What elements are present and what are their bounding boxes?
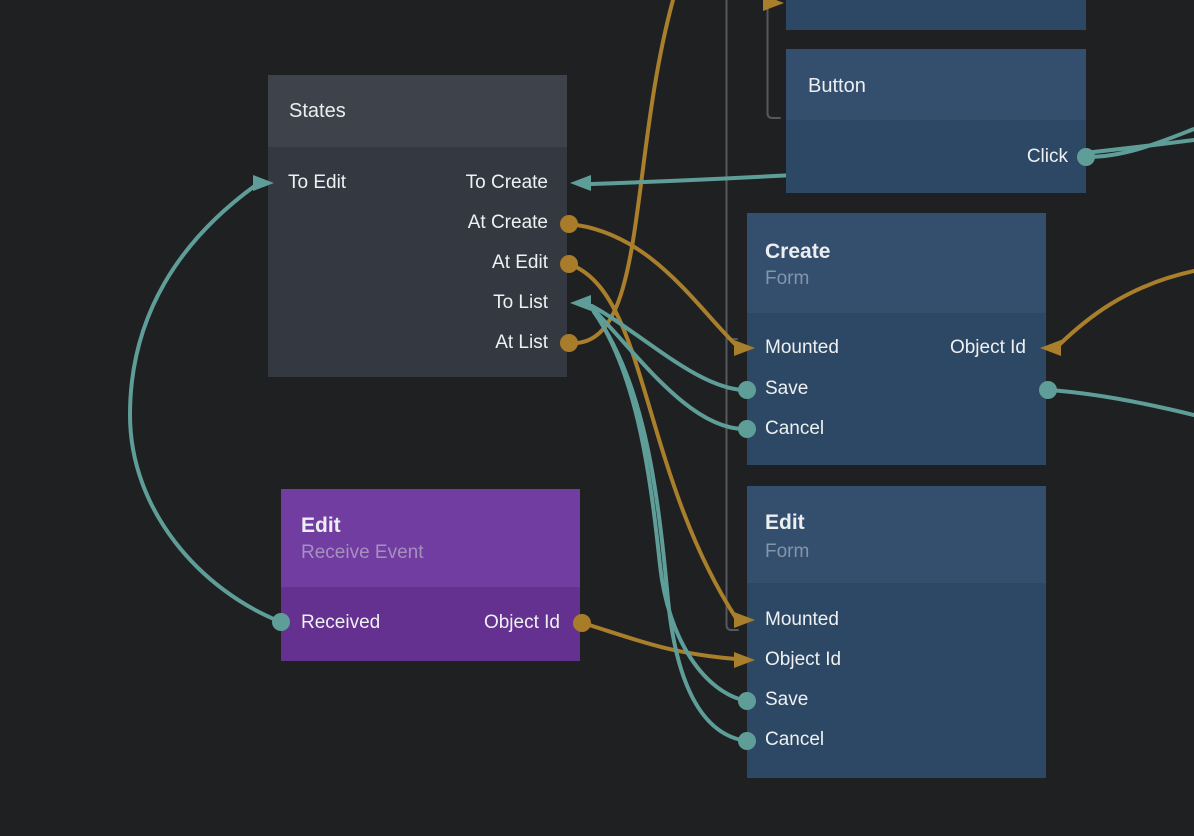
wire-create-cancel-to-tolist[interactable]	[590, 306, 749, 432]
port-dot-editform-save[interactable]	[738, 692, 756, 710]
wire-create-out-to-offscreen-right[interactable]	[1046, 388, 1194, 417]
node-states[interactable]: States To Edit To Create At Create At Ed…	[268, 75, 567, 377]
wire-atcreate-to-create-mounted[interactable]	[567, 222, 739, 348]
port-label-editform-save: Save	[765, 689, 809, 710]
node-edit-form-header[interactable]: Edit Form	[747, 486, 1046, 583]
node-states-header[interactable]: States	[268, 75, 567, 147]
port-arrow-create-mounted[interactable]	[734, 340, 755, 356]
node-edit-receive-event[interactable]: Edit Receive Event Received Object Id	[281, 489, 580, 661]
port-arrow-create-objectid[interactable]	[1040, 340, 1061, 356]
port-arrow-editform-mounted[interactable]	[734, 612, 755, 628]
port-label-create-save: Save	[765, 378, 809, 399]
port-label-create-mounted: Mounted	[765, 337, 839, 358]
port-dot-create-save[interactable]	[738, 381, 756, 399]
port-dot-at-edit[interactable]	[560, 255, 578, 273]
port-dot-at-create[interactable]	[560, 215, 578, 233]
wire-editform-cancel-to-tolist[interactable]	[592, 310, 749, 743]
node-button-header[interactable]: Button	[786, 49, 1086, 120]
port-label-editform-cancel: Cancel	[765, 729, 825, 750]
wire-atlist-to-offscreen-top[interactable]	[567, 0, 675, 346]
node-button[interactable]: Button Click	[786, 49, 1086, 193]
node-create-form-subtitle: Form	[765, 268, 810, 289]
port-label-to-create: To Create	[465, 172, 548, 193]
port-arrow-partial-top[interactable]	[763, 0, 784, 11]
node-create-form-header[interactable]: Create Form	[747, 213, 1046, 313]
port-dot-click[interactable]	[1077, 148, 1095, 166]
port-dot-at-list[interactable]	[560, 334, 578, 352]
port-arrow-to-edit[interactable]	[253, 175, 274, 191]
port-arrow-to-create[interactable]	[570, 175, 591, 191]
node-edit-receive-header[interactable]: Edit Receive Event	[281, 489, 580, 587]
port-label-editform-mounted: Mounted	[765, 609, 839, 630]
port-label-click: Click	[1026, 146, 1068, 167]
wire-offscreen-to-create-objectid[interactable]	[1057, 269, 1194, 347]
port-label-create-objectid: Object Id	[949, 337, 1026, 358]
port-arrow-editform-objectid[interactable]	[734, 652, 755, 668]
node-edit-form-title: Edit	[765, 511, 805, 534]
port-label-at-list: At List	[495, 332, 548, 353]
wire-editform-save-to-tolist[interactable]	[591, 308, 749, 703]
port-label-to-list: To List	[493, 292, 548, 313]
port-dot-editform-cancel[interactable]	[738, 732, 756, 750]
port-label-at-create: At Create	[467, 212, 548, 233]
port-label-at-edit: At Edit	[492, 252, 548, 273]
port-label-editform-objectid: Object Id	[765, 649, 842, 670]
port-arrow-to-list[interactable]	[570, 295, 591, 311]
port-label-create-cancel: Cancel	[765, 418, 825, 439]
node-partial-top[interactable]	[786, 0, 1086, 30]
port-dot-receive-objectid[interactable]	[573, 614, 591, 632]
node-states-title: States	[289, 100, 346, 122]
node-edit-receive-subtitle: Receive Event	[301, 542, 424, 563]
wire-received-to-toedit[interactable]	[128, 183, 283, 624]
wire-atedit-to-editform-mounted[interactable]	[567, 262, 738, 620]
port-label-receive-objectid: Object Id	[483, 612, 560, 633]
wire-inactive-to-editform-mounted[interactable]	[725, 0, 739, 631]
wire-objectid-to-editform-objectid[interactable]	[581, 621, 738, 661]
node-button-title: Button	[808, 75, 866, 97]
port-dot-create-cancel[interactable]	[738, 420, 756, 438]
port-label-received: Received	[301, 612, 381, 633]
node-create-form[interactable]: Create Form Mounted Save Cancel Object I…	[747, 213, 1046, 465]
node-create-form-title: Create	[765, 240, 831, 263]
node-edit-receive-title: Edit	[301, 514, 341, 537]
port-label-to-edit: To Edit	[288, 172, 347, 193]
port-dot-received[interactable]	[272, 613, 290, 631]
node-edit-form-subtitle: Form	[765, 541, 810, 562]
port-dot-create-output[interactable]	[1039, 381, 1057, 399]
wire-create-save-to-tolist[interactable]	[590, 304, 749, 393]
wire-inactive-to-button[interactable]	[766, 0, 781, 119]
node-edit-form[interactable]: Edit Form Mounted Object Id Save Cancel	[747, 486, 1046, 778]
